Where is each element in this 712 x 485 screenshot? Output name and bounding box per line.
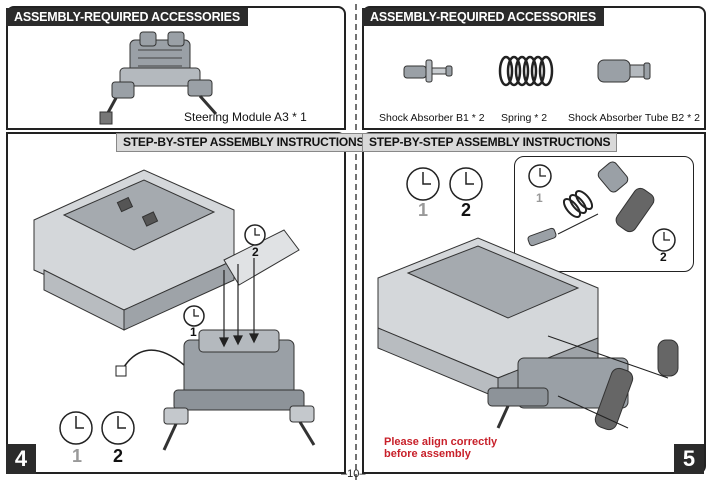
step5-inset-illustration (527, 161, 676, 252)
shock-absorber-b1-illustration (403, 59, 453, 83)
step5-clock-label-1: 1 (418, 200, 429, 220)
step4-clock-icon-1 (59, 411, 93, 445)
item-label-shock-b1: Shock Absorber B1 * 2 (379, 112, 485, 124)
step5-alignment-note-line1: Please align correctly (384, 436, 498, 448)
step4-clock-icon-2 (101, 411, 135, 445)
step5-clock-icon-1 (406, 167, 440, 201)
step4-clock-label-2: 2 (113, 446, 124, 466)
step5-clock-icon-2 (449, 167, 483, 201)
step5-alignment-note-line2: before assembly (384, 448, 471, 460)
item-label-spring: Spring * 2 (501, 112, 548, 124)
step4-header: STEP-BY-STEP ASSEMBLY INSTRUCTIONS (116, 133, 372, 152)
step5-clock-label-2: 2 (461, 200, 472, 220)
page-number: –10– (341, 468, 366, 480)
step5-inset-label-2: 2 (660, 250, 667, 264)
step4-callout-label-2: 2 (252, 245, 259, 259)
step5-inset-label-1: 1 (536, 191, 543, 205)
step5-chassis-illustration (377, 237, 679, 431)
steering-module-caption: Steering Module A3 * 1 (184, 110, 307, 124)
step4-callout-clock-2 (244, 224, 266, 246)
shock-absorber-tube-b2-illustration (597, 59, 651, 83)
step5-header: STEP-BY-STEP ASSEMBLY INSTRUCTIONS (362, 133, 618, 152)
step4-clock-label-1: 1 (72, 446, 83, 466)
item-label-shock-tube-b2: Shock Absorber Tube B2 * 2 (568, 112, 700, 124)
step4-chassis-illustration (33, 169, 316, 451)
spring-illustration (498, 55, 554, 87)
step4-number-badge: 4 (6, 444, 36, 474)
accessories-header-right: ASSEMBLY-REQUIRED ACCESSORIES (362, 8, 604, 26)
step5-number-badge: 5 (674, 444, 704, 474)
step4-callout-label-1: 1 (190, 325, 197, 339)
step4-callout-clock-1 (183, 305, 205, 327)
accessories-header-left: ASSEMBLY-REQUIRED ACCESSORIES (6, 8, 248, 26)
steering-module-illustration (99, 31, 218, 125)
